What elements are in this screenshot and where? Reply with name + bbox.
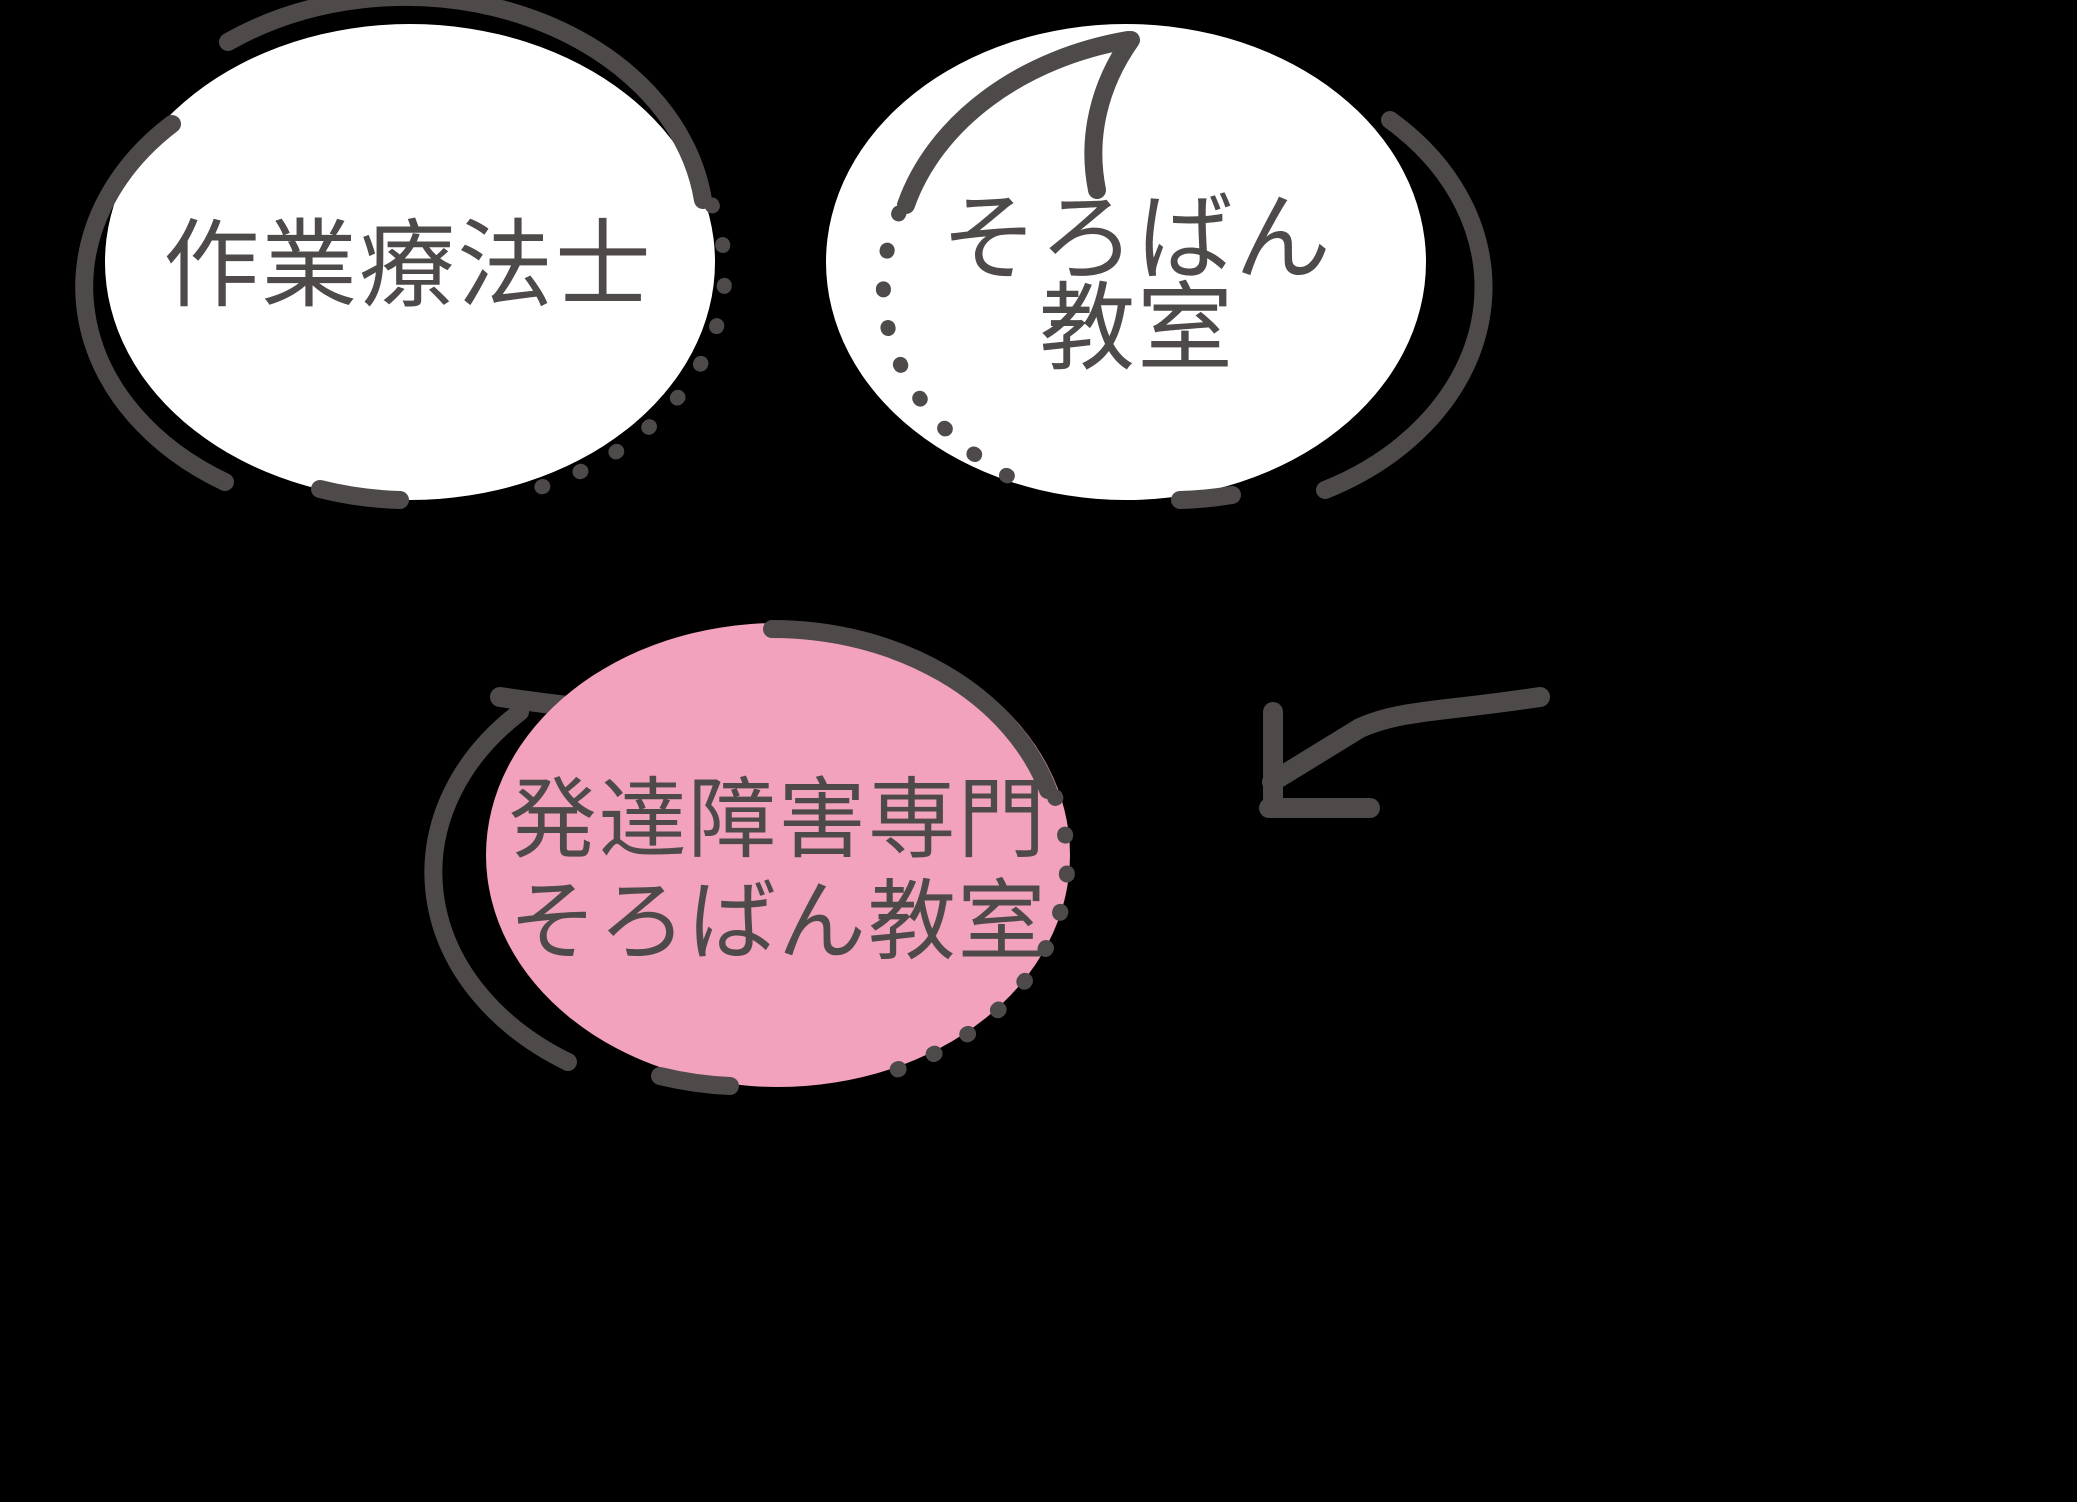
node1-outline-arc-left: [75, 115, 234, 491]
node-abacus-classroom-shape: [826, 24, 1426, 500]
node2-outline-dots: [875, 205, 1023, 488]
node1-outline-arc-bottom: [311, 480, 409, 509]
node-occupational-therapist-label: 作業療法士: [163, 209, 653, 321]
node2-outline-arc-right: [1316, 111, 1493, 499]
node2-outline-arc-top: [1084, 31, 1140, 199]
node-occupational-therapist[interactable]: 作業療法士: [75, 0, 733, 509]
node2-outline-arc-bottom: [1171, 486, 1241, 509]
node-abacus-classroom-label-line2: 教室: [1039, 272, 1235, 384]
node-result-label-line2: そろばん教室: [509, 870, 1048, 973]
node-result[interactable]: 発達障害専門 そろばん教室: [424, 619, 1076, 1095]
node-occupational-therapist-shape: [105, 24, 715, 500]
node3-outline-arc-left: [424, 703, 577, 1071]
node-result-shape: [486, 623, 1070, 1087]
edge-right-line: [1262, 687, 1550, 792]
node-abacus-classroom-label-line1: そろばん: [941, 182, 1333, 294]
node-result-label-line1: 発達障害専門: [509, 768, 1048, 871]
node2-outline-arc-topleft: [897, 31, 1137, 214]
node3-outline-arc-bottom: [651, 1067, 739, 1095]
node-abacus-classroom[interactable]: そろばん 教室: [826, 24, 1493, 509]
node3-outline-arc-top: [763, 619, 1057, 799]
edge-right-to-result: [1259, 687, 1550, 818]
node1-outline-arc-top: [219, 0, 712, 209]
